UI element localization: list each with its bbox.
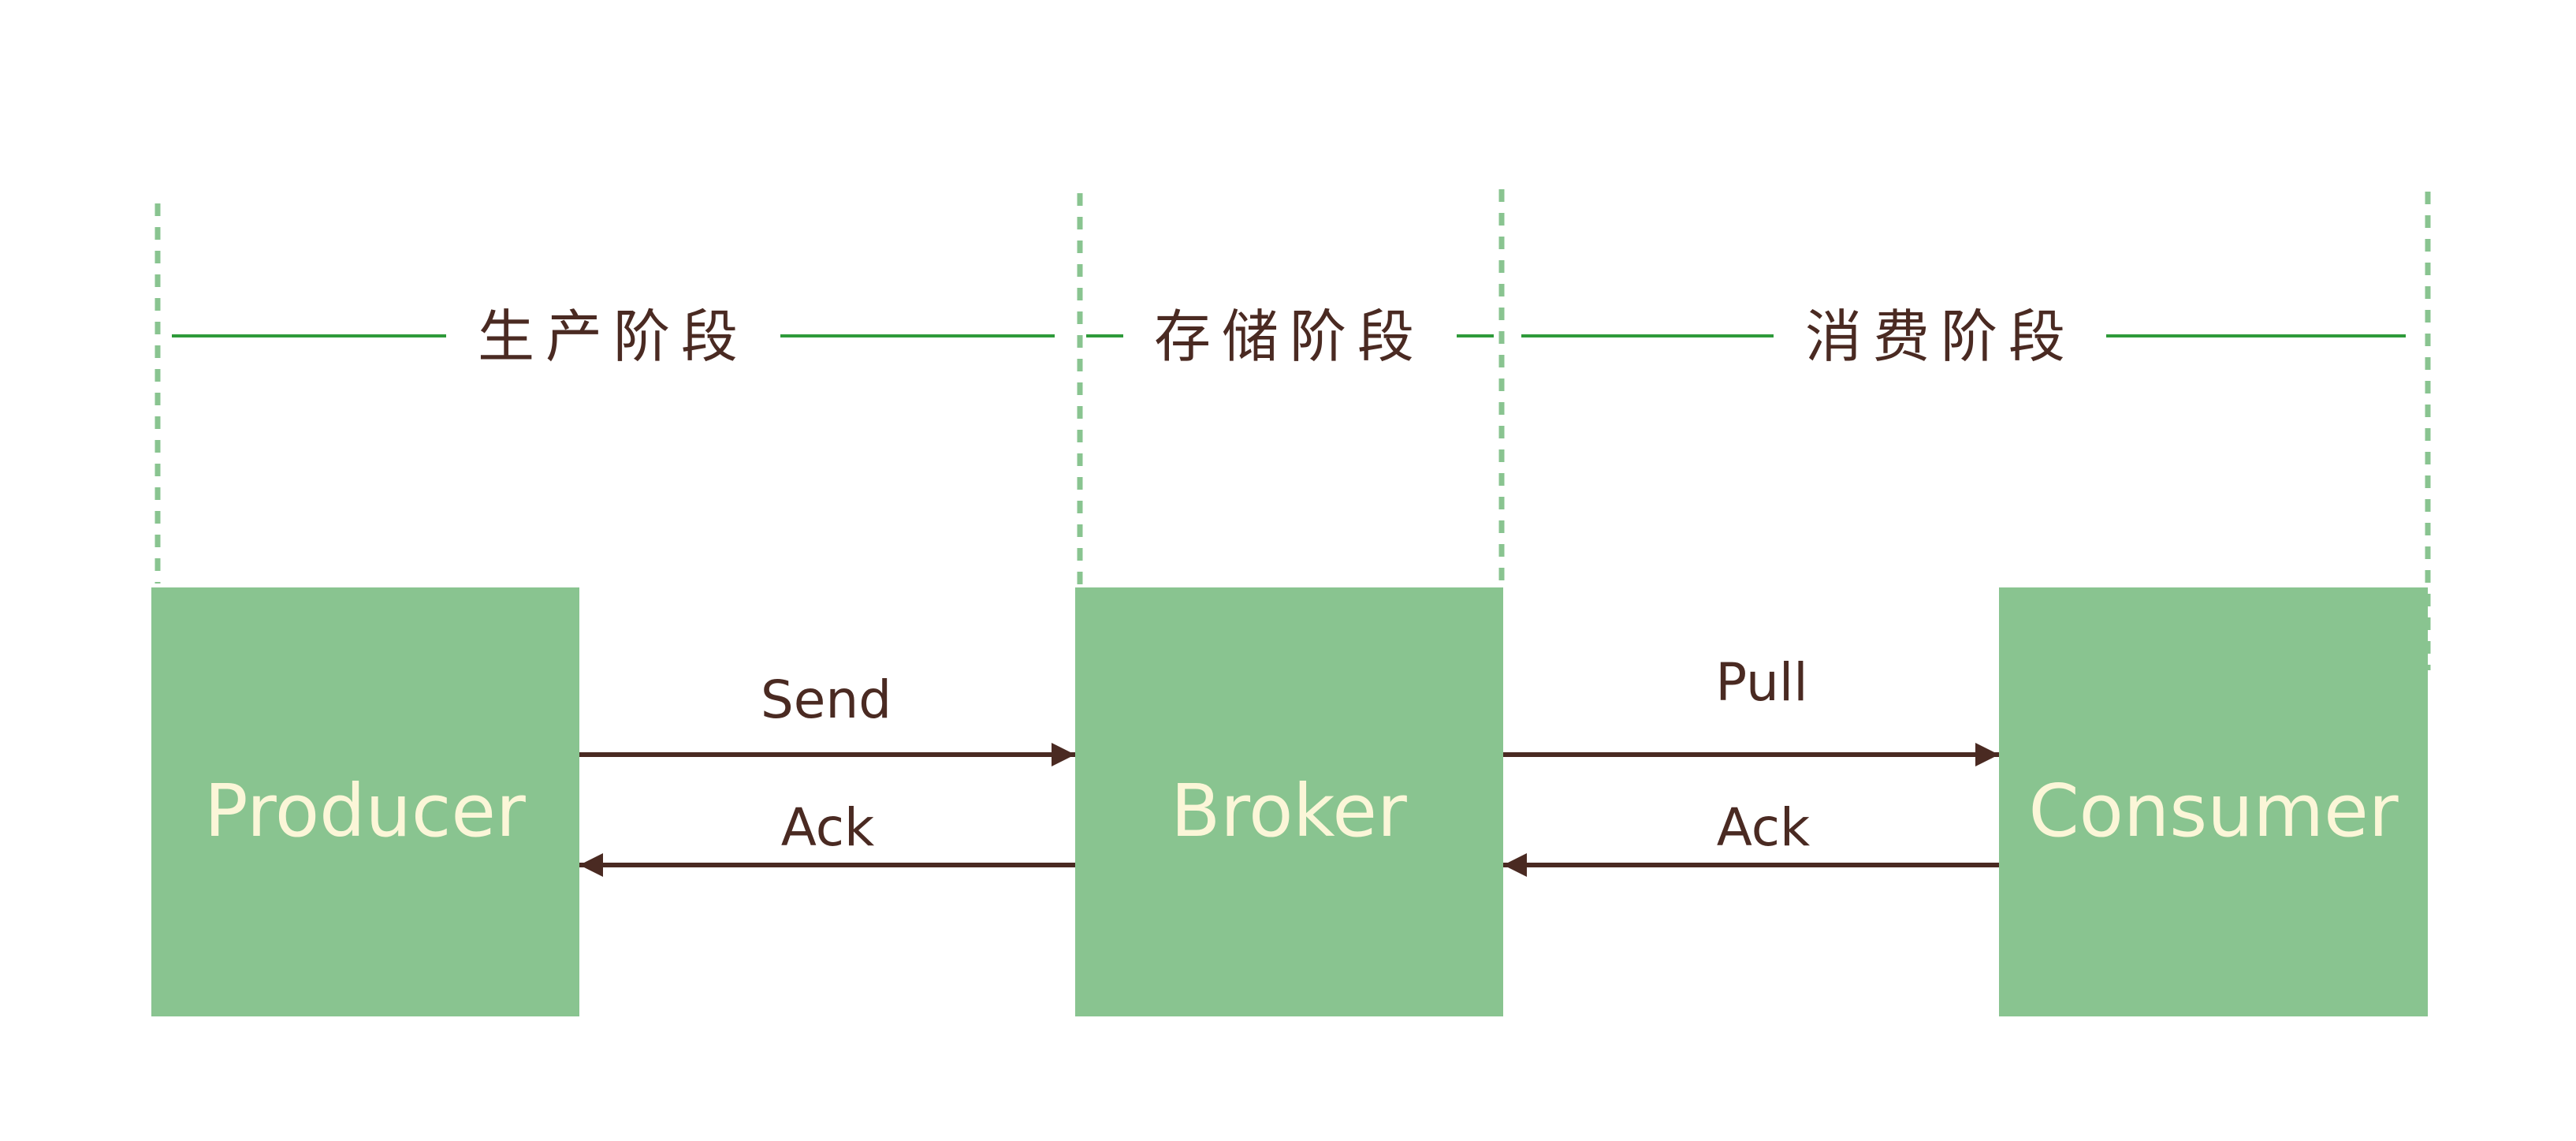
consumer-label: Consumer [2028,769,2398,853]
send-label: Send [761,669,892,730]
broker-label: Broker [1171,769,1407,853]
producer-label: Producer [204,769,526,853]
ack-label-producer: Ack [781,797,875,858]
ack-label-consumer: Ack [1717,797,1811,858]
pull-label: Pull [1715,652,1807,713]
consumer-box [1999,587,2428,1016]
producer-box [151,587,579,1016]
stage-label-store: 存储阶段 [1154,304,1425,370]
stage-label-consume: 消费阶段 [1805,304,2076,370]
broker-box [1075,587,1503,1016]
stage-label-produce: 生产阶段 [478,304,749,370]
